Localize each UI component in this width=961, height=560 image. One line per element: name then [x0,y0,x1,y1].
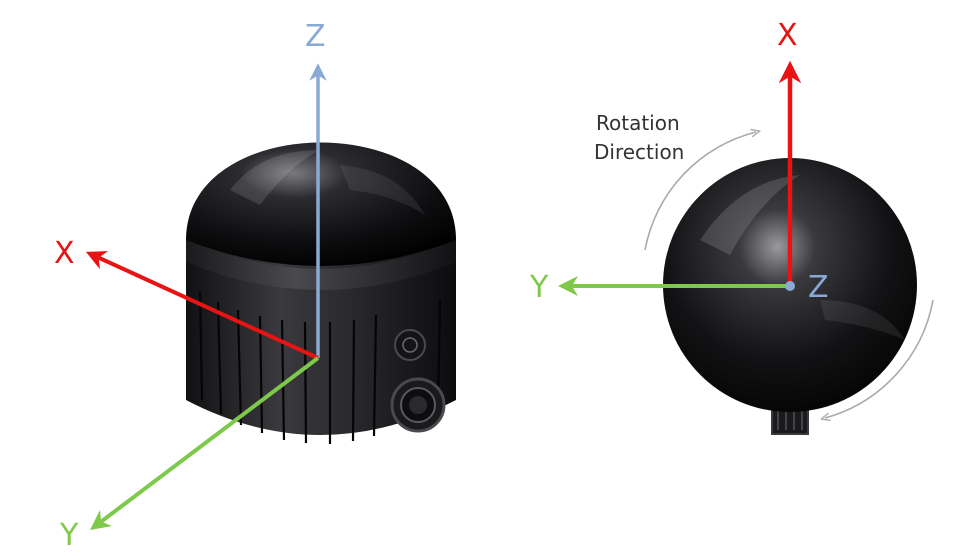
left-y-label: Y [59,518,79,553]
right-y-label: Y [529,270,549,305]
sphere-reflection [700,175,800,255]
rotation-arrow-top [644,132,756,251]
device-body [186,240,456,435]
left-device [186,142,456,444]
device-ring [186,238,456,290]
left-y-axis [90,356,320,531]
device-button [394,329,426,361]
right-z-axis-point [785,281,795,291]
rotation-caption-line1: Rotation [596,111,680,135]
sphere-reflection-2 [820,300,905,340]
dome-reflection [230,150,320,205]
rotation-arrow-bottom [825,299,934,418]
right-z-label: Z [808,270,829,305]
left-x-axis [85,251,319,360]
left-x-label: X [54,236,75,271]
right-x-label: X [777,18,798,53]
device-dome [186,142,456,266]
rotation-caption-line2: Direction [594,140,684,164]
left-z-label: Z [305,19,326,54]
device-fins [198,291,442,444]
device-connector [390,377,446,433]
right-axes: X Y Z [529,18,829,305]
rotation-arrows [644,132,934,418]
dome-reflection-2 [340,165,425,215]
left-axes: Z X Y [54,19,327,553]
